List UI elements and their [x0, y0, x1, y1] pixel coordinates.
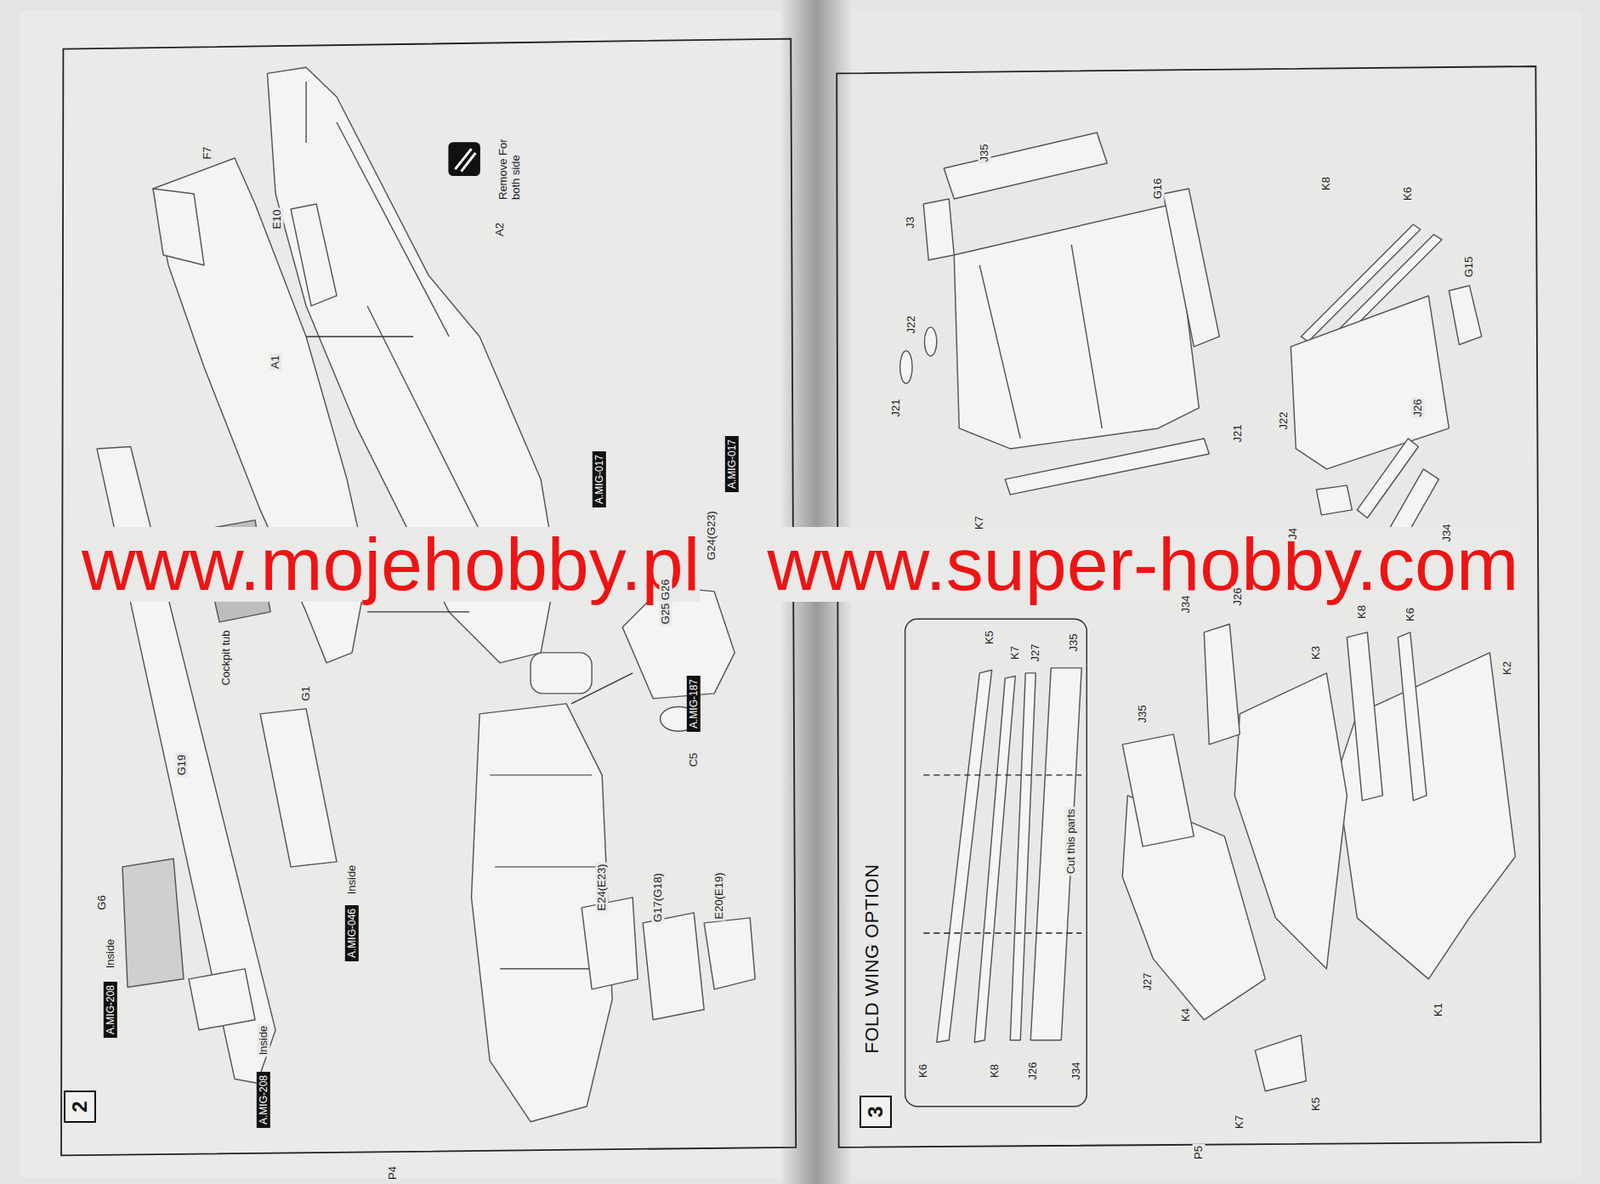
watermark: www.super-hobby.com [767, 527, 1520, 602]
section-heading: FOLD WING OPTION [862, 862, 884, 1056]
part-number: J4 [1286, 526, 1300, 542]
part-number: J34 [1070, 1060, 1084, 1083]
page-left [20, 10, 796, 1179]
step-number: 3 [865, 1106, 886, 1118]
paint-code: A.MIG-187 [687, 679, 700, 729]
parts-step-3 [900, 132, 1516, 1107]
part-number: G1 [300, 685, 313, 704]
note: Inside [103, 937, 117, 971]
step-number-box: 2 [63, 1090, 97, 1124]
note: Cockpit tub [220, 629, 233, 688]
part-number: K6 [917, 1062, 931, 1080]
part-number: K5 [983, 629, 997, 647]
note: Inside [256, 1024, 270, 1058]
paint-tag: A.MIG-046 [345, 905, 359, 962]
part-number: G15 [1463, 255, 1476, 280]
part-number: G17(G18) [652, 871, 665, 925]
part-number: G6 [96, 894, 109, 913]
part-number: G25 G26 [658, 578, 672, 627]
part-number: J21 [889, 397, 903, 420]
part-number: K8 [1320, 175, 1334, 193]
paint-code: A.MIG-208 [256, 1075, 269, 1125]
paint-code: A.MIG-017 [592, 454, 605, 505]
part-number: J34 [1179, 593, 1192, 615]
part-number: F7 [200, 144, 214, 161]
part-number: K2 [1500, 659, 1514, 677]
paint-code: A.MIG-017 [725, 439, 738, 489]
paint-tag: A.MIG-187 [686, 675, 701, 732]
part-number: K7 [1009, 644, 1022, 662]
part-number: K6 [1403, 606, 1417, 624]
paint-code: A.MIG-046 [346, 908, 358, 959]
part-number: J3 [903, 215, 917, 231]
part-number: K8 [988, 1062, 1002, 1080]
part-number: P5 [1192, 1144, 1206, 1162]
part-number: E24(E23) [595, 862, 609, 914]
part-number: K7 [973, 514, 987, 532]
part-number: J27 [1029, 642, 1043, 664]
part-number: J27 [1141, 970, 1155, 993]
paint-tag: A.MIG-208 [102, 981, 117, 1039]
part-number: K6 [1401, 185, 1415, 203]
part-number: E10 [271, 207, 284, 231]
part-number: K4 [1179, 1006, 1192, 1024]
part-number: E20(E19) [713, 870, 727, 921]
part-number: A2 [493, 221, 507, 239]
part-number: K3 [1310, 644, 1323, 662]
paint-tag: A.MIG-208 [255, 1072, 270, 1129]
part-number: K7 [1233, 1113, 1247, 1131]
part-number: G16 [1151, 176, 1165, 202]
note: Remove For both side [497, 124, 523, 202]
part-number: K1 [1432, 1001, 1446, 1019]
part-number: P4 [386, 1164, 400, 1182]
step-number: 2 [69, 1101, 91, 1113]
part-number: K5 [1310, 1095, 1323, 1113]
part-number: J26 [1026, 1060, 1039, 1083]
part-number: J35 [978, 142, 992, 165]
step-number-box: 3 [859, 1095, 892, 1129]
watermark: www.mojehobby.pl [81, 527, 700, 602]
part-number: J26 [1412, 397, 1425, 420]
part-number: J35 [1066, 632, 1080, 654]
note: Cut this parts [1065, 807, 1079, 877]
part-number: J34 [1440, 521, 1453, 544]
part-number: J22 [1276, 409, 1290, 432]
page-frame [61, 39, 796, 1157]
part-number: G19 [175, 753, 188, 778]
note: Inside [346, 862, 359, 897]
part-number: J21 [1231, 423, 1244, 445]
part-number: K8 [1356, 603, 1369, 621]
part-number: C5 [687, 751, 701, 770]
part-number: A1 [269, 353, 283, 371]
part-number: J35 [1136, 703, 1150, 726]
paint-tag: A.MIG-017 [591, 451, 606, 508]
part-number: J22 [904, 313, 918, 335]
part-number: J26 [1231, 586, 1244, 608]
part-number: G24(G23) [704, 509, 718, 562]
paint-code: A.MIG-208 [103, 985, 116, 1035]
paint-tag: A.MIG-017 [724, 436, 738, 493]
page-frame [836, 66, 1541, 1148]
